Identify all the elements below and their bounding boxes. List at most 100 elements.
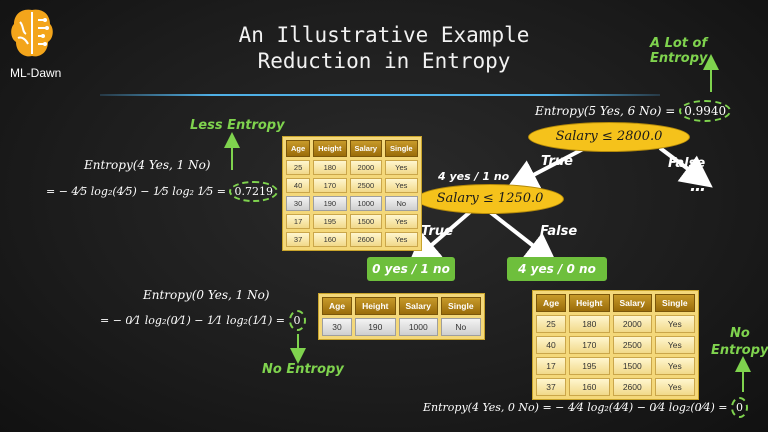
table-header: Salary xyxy=(398,297,439,315)
root-false-label: False xyxy=(668,156,706,171)
title-line-1: An Illustrative Example xyxy=(238,23,530,47)
mid-entropy-head: Entropy(0 Yes, 1 No) xyxy=(143,288,270,302)
table-cell: Yes xyxy=(655,315,695,333)
left-entropy-head: Entropy(4 Yes, 1 No) xyxy=(84,158,211,172)
table-cell: 180 xyxy=(569,315,610,333)
no-entropy-left-label: No Entropy xyxy=(262,362,344,377)
table-cell: 170 xyxy=(313,178,347,193)
mid-entropy-formula: = − 0⁄1 log₂(0⁄1) − 1⁄1 log₂(1⁄1) = 0 xyxy=(100,310,306,331)
root-more-label: … xyxy=(690,176,706,195)
less-entropy-label: Less Entropy xyxy=(190,118,285,133)
root-node: Salary ≤ 2800.0 xyxy=(528,122,690,152)
table-cell: 1000 xyxy=(398,318,439,336)
table-header: Age xyxy=(322,297,353,315)
table-cell: 170 xyxy=(569,336,610,354)
root-entropy-formula: Entropy(5 Yes, 6 No) = 0.9940 xyxy=(535,100,732,122)
left-entropy-formula: = − 4⁄5 log₂(4⁄5) − 1⁄5 log₂ 1⁄5 = 0.721… xyxy=(46,181,278,202)
child-caption: 4 yes / 1 no xyxy=(438,170,510,183)
table-cell: 30 xyxy=(322,318,353,336)
table-cell: 1500 xyxy=(612,357,653,375)
root-entropy-value: 0.9940 xyxy=(679,100,732,122)
slide-title: An Illustrative Example Reduction in Ent… xyxy=(0,22,768,74)
table-cell: No xyxy=(385,196,418,211)
table-header: Salary xyxy=(612,294,653,312)
table-cell: 160 xyxy=(569,378,610,396)
no-entropy-right-label-1: No xyxy=(730,326,750,341)
lot-of-entropy-label: A Lot of Entropy xyxy=(650,36,708,66)
root-true-label: True xyxy=(541,154,573,169)
table-cell: 30 xyxy=(286,196,311,211)
table-cell: 37 xyxy=(286,232,311,247)
table-cell: 190 xyxy=(355,318,396,336)
bottom-entropy-text: Entropy(4 Yes, 0 No) = − 4⁄4 log₂(4⁄4) −… xyxy=(423,401,728,414)
table-cell: 2000 xyxy=(349,160,383,175)
table-header: Single xyxy=(441,297,481,315)
table-cell: 17 xyxy=(536,357,567,375)
bottom-entropy-formula: Entropy(4 Yes, 0 No) = − 4⁄4 log₂(4⁄4) −… xyxy=(423,397,748,418)
table-cell: 1000 xyxy=(349,196,383,211)
bottom-entropy-value: 0 xyxy=(730,397,748,418)
table-header: Single xyxy=(385,140,418,157)
table-header: Age xyxy=(536,294,567,312)
table-cell: 160 xyxy=(313,232,347,247)
mid-entropy-value: 0 xyxy=(288,310,306,331)
title-line-2: Reduction in Entropy xyxy=(257,49,511,73)
root-entropy-text: Entropy(5 Yes, 6 No) = xyxy=(535,104,676,118)
left-entropy-value: 0.7219 xyxy=(229,181,278,202)
table-cell: Yes xyxy=(655,378,695,396)
table-cell: No xyxy=(441,318,481,336)
table-header: Height xyxy=(355,297,396,315)
table-cell: Yes xyxy=(655,357,695,375)
table-cell: 195 xyxy=(313,214,347,229)
leaf-left: 0 yes / 1 no xyxy=(367,257,455,281)
table-cell: 2500 xyxy=(612,336,653,354)
brand-name: ML-Dawn xyxy=(10,66,62,80)
table-cell: 40 xyxy=(536,336,567,354)
table-cell: 2500 xyxy=(349,178,383,193)
divider-line xyxy=(100,94,660,96)
table-cell: 25 xyxy=(286,160,311,175)
child-true-label: True xyxy=(421,224,453,239)
table-cell: 17 xyxy=(286,214,311,229)
table-cell: Yes xyxy=(385,178,418,193)
table-cell: Yes xyxy=(385,214,418,229)
child-node: Salary ≤ 1250.0 xyxy=(416,184,564,214)
mid-entropy-expr: = − 0⁄1 log₂(0⁄1) − 1⁄1 log₂(1⁄1) = xyxy=(100,314,286,327)
table-header: Salary xyxy=(349,140,383,157)
no-entropy-right-label-2: Entropy xyxy=(711,343,768,358)
left-entropy-expr: = − 4⁄5 log₂(4⁄5) − 1⁄5 log₂ 1⁄5 = xyxy=(46,185,226,198)
table-cell: 190 xyxy=(313,196,347,211)
table-cell: 25 xyxy=(536,315,567,333)
table-header: Height xyxy=(569,294,610,312)
table-cell: 180 xyxy=(313,160,347,175)
table-cell: 1500 xyxy=(349,214,383,229)
brain-logo-icon xyxy=(8,6,56,62)
table-header-row: Age Height Salary Single xyxy=(536,294,695,312)
table-cell: 2000 xyxy=(612,315,653,333)
table-header: Height xyxy=(313,140,347,157)
table-cell: Yes xyxy=(385,232,418,247)
child-false-label: False xyxy=(540,224,578,239)
table-cell: 2600 xyxy=(612,378,653,396)
table-cell: 195 xyxy=(569,357,610,375)
table-cell: 2600 xyxy=(349,232,383,247)
table-header: Age xyxy=(286,140,311,157)
table-header-row: Age Height Salary Single xyxy=(322,297,481,315)
child-false-edge xyxy=(488,210,558,265)
table-header: Single xyxy=(655,294,695,312)
